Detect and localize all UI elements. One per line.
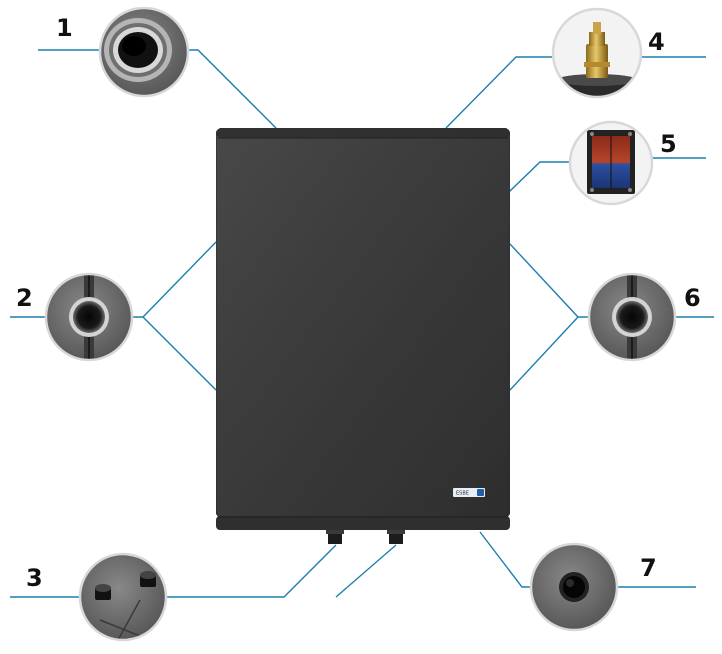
device-top-lip	[216, 128, 510, 138]
callout-3: 3	[26, 552, 168, 642]
leader-line-2-lower	[142, 316, 217, 391]
device-enclosure: ESBE	[215, 127, 511, 544]
leader-line-1-to-device	[188, 49, 277, 129]
bottom-connection-stub-left	[326, 530, 344, 544]
leader-line-3-second	[335, 544, 397, 598]
device-bottom-lip	[216, 516, 510, 530]
callout-number-5: 5	[660, 130, 677, 158]
callout-2: 2	[16, 272, 134, 362]
callout-number-2: 2	[16, 284, 33, 312]
brand-badge: ESBE	[453, 488, 485, 497]
brand-badge-text: ESBE	[456, 491, 469, 497]
callout-4: 4	[551, 7, 665, 99]
leader-line-3-to-device	[166, 544, 337, 598]
leader-line-6-lower	[509, 316, 579, 391]
callout-number-4: 4	[648, 28, 665, 56]
callout-number-3: 3	[26, 564, 43, 592]
callout-number-6: 6	[684, 284, 701, 312]
leader-line-7-to-device	[479, 531, 531, 588]
threaded-pipe-socket-icon	[100, 8, 188, 96]
callout-number-1: 1	[56, 14, 73, 42]
leader-lines	[10, 49, 714, 598]
callout-7: 7	[529, 542, 657, 632]
leader-line-6-upper	[509, 243, 589, 318]
bottom-connection-stub-right	[387, 530, 405, 544]
bottom-drain-port-icon	[531, 544, 617, 630]
side-pipe-port-icon	[46, 274, 132, 360]
leader-line-2-upper	[132, 241, 217, 318]
side-pipe-port-icon-right	[589, 274, 675, 360]
callout-5: 5	[568, 120, 677, 206]
brass-air-vent-valve-icon	[553, 9, 641, 97]
callout-1: 1	[56, 6, 190, 98]
bottom-connection-stubs-icon	[80, 554, 166, 640]
callout-6: 6	[587, 272, 701, 362]
callout-number-7: 7	[640, 554, 657, 582]
leader-line-4-to-device	[445, 56, 553, 129]
plate-heat-exchanger-icon	[570, 122, 652, 204]
device-body	[215, 127, 511, 519]
